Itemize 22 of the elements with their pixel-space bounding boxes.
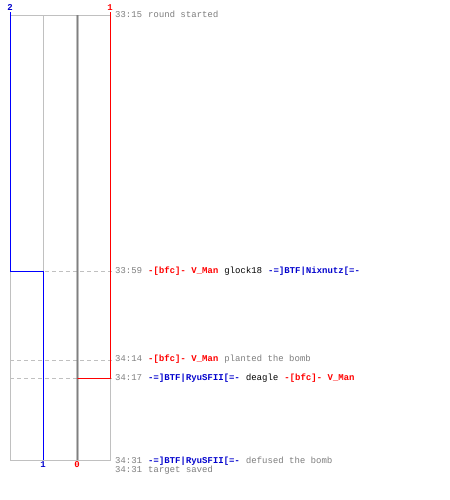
event-text: -=]BTF|RyuSFII[=- bbox=[148, 373, 240, 383]
event-text: -=]BTF|Nixnutz[=- bbox=[268, 266, 360, 276]
timestamp: 34:31 bbox=[115, 465, 142, 475]
event-text: round started bbox=[148, 10, 218, 20]
timestamp: 33:59 bbox=[115, 266, 142, 276]
event-text: target saved bbox=[148, 465, 213, 475]
event-text: planted the bomb bbox=[224, 354, 311, 364]
player-count: 0 bbox=[74, 460, 80, 470]
timestamp: 34:14 bbox=[115, 354, 142, 364]
event-text: -[bfc]- V_Man bbox=[284, 373, 354, 383]
timestamp: 34:17 bbox=[115, 373, 142, 383]
event-text: -=]BTF|RyuSFII[=- bbox=[148, 456, 240, 466]
event-text: -[bfc]- V_Man bbox=[148, 266, 218, 276]
event-text: deagle bbox=[246, 373, 278, 383]
timestamp: 34:31 bbox=[115, 456, 142, 466]
player-count: 1 bbox=[107, 3, 113, 13]
event-text: glock18 bbox=[224, 266, 262, 276]
event-text: -[bfc]- V_Man bbox=[148, 354, 218, 364]
event-text: defused the bomb bbox=[246, 456, 332, 466]
timestamp: 33:15 bbox=[115, 10, 142, 20]
player-count: 1 bbox=[40, 460, 46, 470]
player-count: 2 bbox=[7, 3, 13, 13]
